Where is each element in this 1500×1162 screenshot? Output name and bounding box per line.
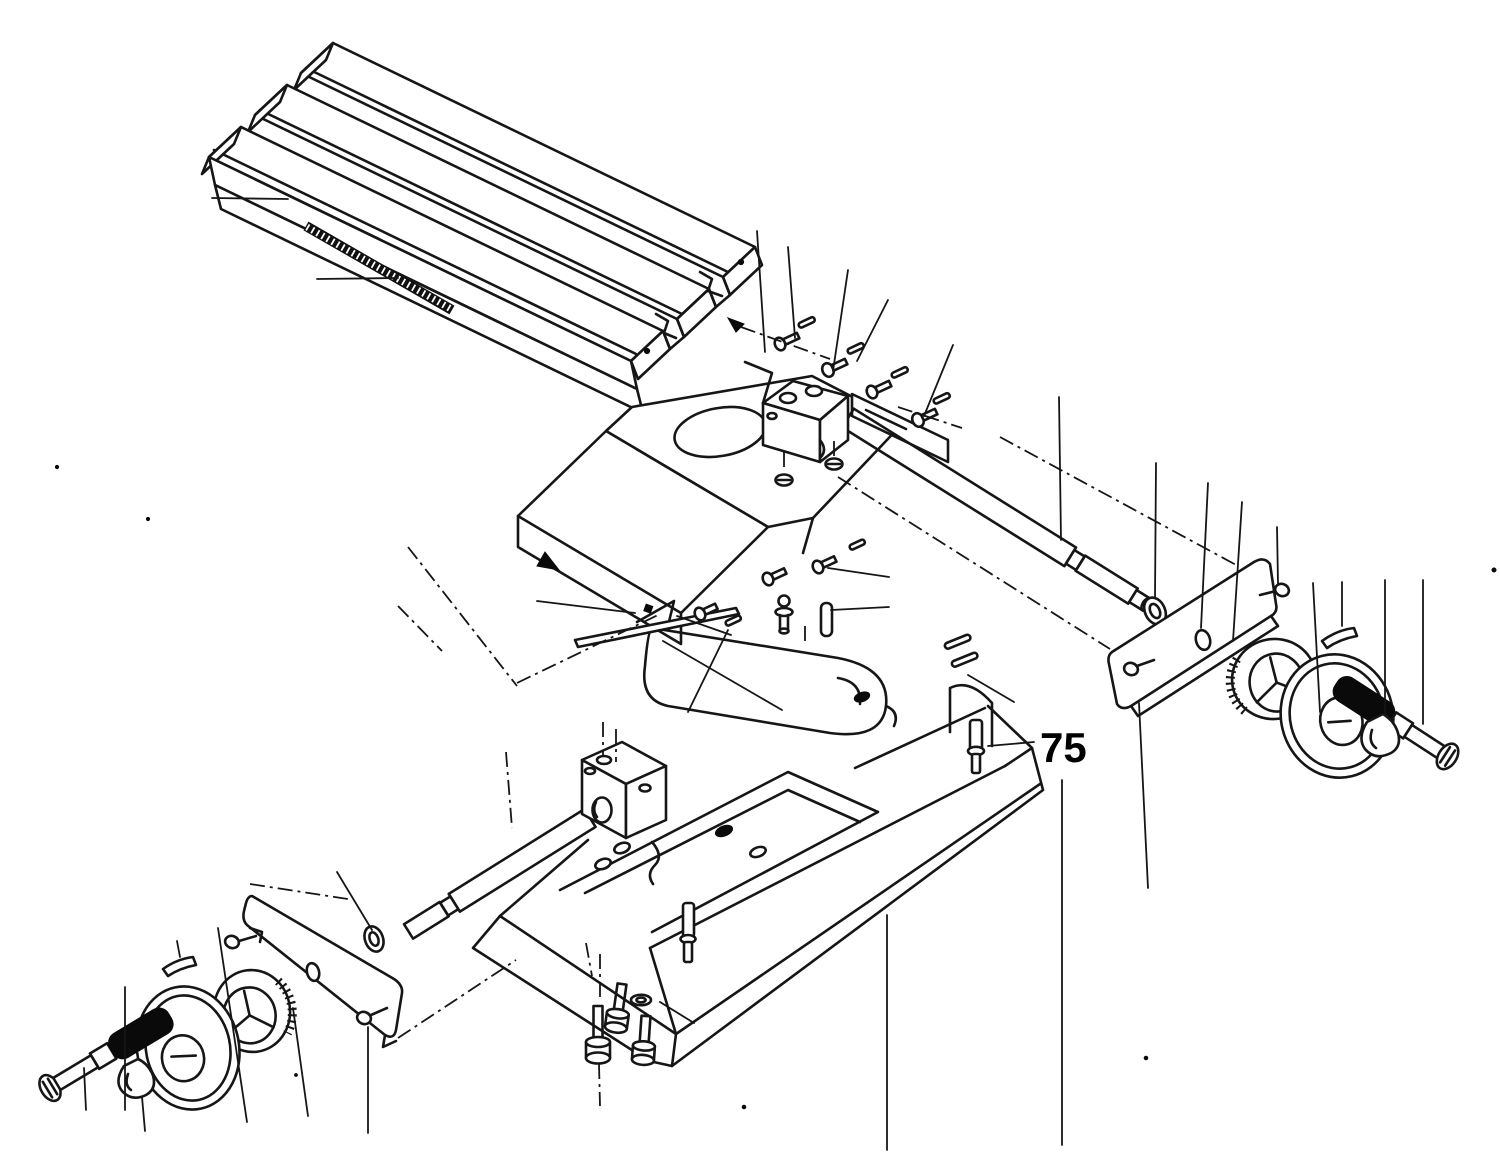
right-leader-lines bbox=[1058, 396, 1424, 889]
worktable-tslot-table bbox=[200, 41, 764, 415]
base-cover-plate bbox=[642, 626, 898, 736]
gib-screw-rear bbox=[948, 683, 994, 775]
roll-pins bbox=[943, 633, 979, 668]
dowel-stud bbox=[819, 601, 834, 638]
saddle-front-fasteners bbox=[693, 538, 867, 638]
print-specks bbox=[54, 464, 1497, 1110]
left-plate-screw-top bbox=[223, 934, 258, 950]
cluster-leader-lines bbox=[756, 230, 954, 611]
grease-fitting bbox=[774, 594, 794, 635]
right-handle-and-bolt bbox=[1332, 675, 1460, 771]
base-pocket bbox=[558, 770, 880, 934]
upper-nut-block bbox=[743, 360, 850, 464]
right-plate-screw-bottom bbox=[1122, 658, 1156, 677]
callout-75: 75 bbox=[987, 724, 1087, 771]
right-key bbox=[1320, 626, 1359, 650]
left-leader-lines bbox=[83, 871, 373, 1134]
gib-screw-front bbox=[679, 901, 697, 964]
table-ruler-scale bbox=[303, 221, 455, 315]
right-handle-cap bbox=[1360, 712, 1401, 758]
left-end-plate bbox=[223, 894, 404, 1049]
table-leader-lines bbox=[211, 197, 399, 280]
bottom-washer bbox=[629, 993, 653, 1007]
callout-75-label: 75 bbox=[1040, 724, 1087, 771]
base-leader-lines bbox=[886, 674, 1063, 1151]
left-thrust-washer bbox=[363, 925, 385, 953]
upper-leadscrew bbox=[840, 407, 1153, 613]
bottom-cap-screws bbox=[584, 982, 695, 1067]
centerlines bbox=[249, 317, 1239, 1107]
base-casting bbox=[471, 626, 1045, 1068]
saddle-top-screws bbox=[774, 457, 844, 487]
right-plate-screw-top bbox=[1258, 582, 1291, 598]
left-key bbox=[161, 955, 198, 978]
left-plate-screw-bottom bbox=[355, 1006, 389, 1026]
right-end-plate bbox=[1107, 558, 1291, 718]
saddle-leader-lines bbox=[536, 600, 783, 713]
saddle bbox=[516, 374, 950, 646]
